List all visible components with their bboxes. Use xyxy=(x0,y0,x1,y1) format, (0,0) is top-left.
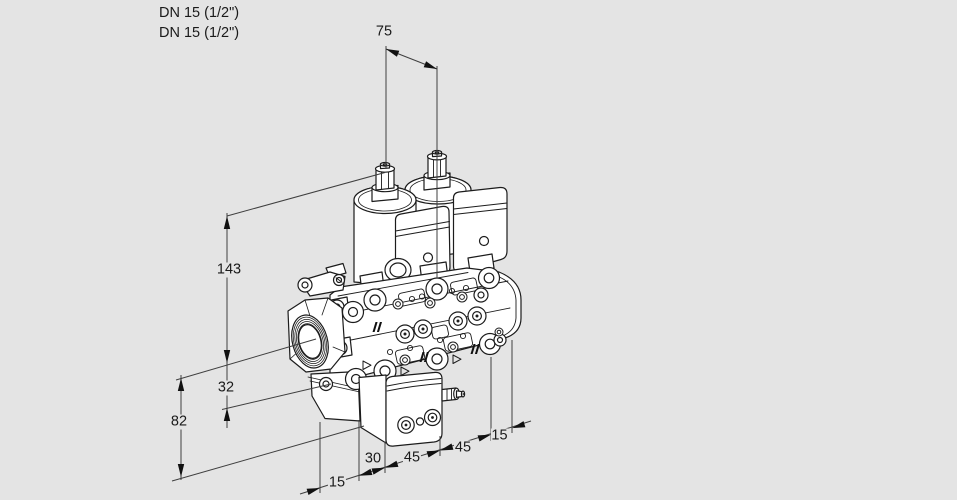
pipe-flange xyxy=(287,277,368,392)
valve-body xyxy=(325,266,522,385)
pressure-switch-box xyxy=(358,371,466,447)
dim-chain-15-left: 15 xyxy=(327,474,347,491)
dim-75: 75 xyxy=(374,23,394,40)
dim-143: 143 xyxy=(215,261,243,278)
pipe-size-label-1: DN 15 (1/2") xyxy=(159,5,240,21)
dimension-arrows xyxy=(177,49,526,495)
dim-chain-30: 30 xyxy=(363,450,383,467)
dim-82: 82 xyxy=(169,413,189,430)
dim-chain-45-a: 45 xyxy=(402,449,422,466)
dim-chain-45-b: 45 xyxy=(453,439,473,456)
pipe-size-label-2: DN 15 (1/2") xyxy=(159,25,240,41)
dim-32: 32 xyxy=(216,379,236,396)
dim-chain-15-right: 15 xyxy=(490,427,509,444)
